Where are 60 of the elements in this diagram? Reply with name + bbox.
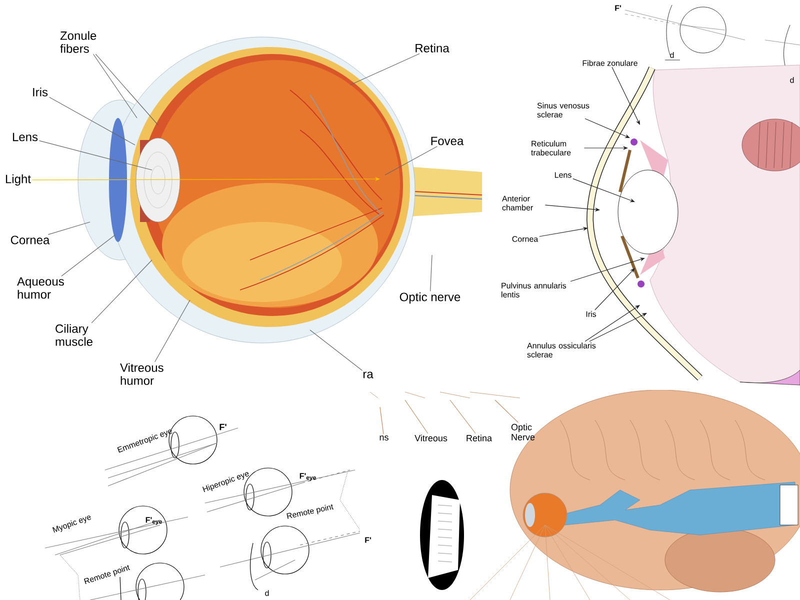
part-label: ra	[363, 372, 374, 378]
arrow	[612, 66, 640, 125]
part-label: Lens	[555, 172, 572, 178]
leader-line	[48, 96, 136, 146]
arrow	[584, 118, 630, 138]
leader-line	[404, 400, 428, 434]
optics-label: F'	[365, 537, 371, 543]
leader-line	[380, 406, 384, 435]
optics-label: d	[670, 52, 674, 58]
part-label: Optic Nerve	[511, 424, 535, 440]
optics-label: F'	[220, 424, 226, 430]
leader-line	[154, 300, 190, 362]
optics-label: F'$_{eye}$	[146, 517, 162, 525]
arrow	[589, 313, 647, 342]
leader-line	[310, 330, 363, 371]
leader-line	[95, 54, 158, 126]
part-label: Sinus venosus sclerae	[537, 102, 590, 118]
part-label: Lens	[12, 132, 38, 142]
leader-line	[350, 53, 420, 86]
part-label: Cornea	[512, 236, 538, 242]
leader-line	[61, 234, 116, 276]
optics-label: F'	[615, 5, 621, 11]
leader-line	[430, 254, 432, 292]
part-label: Iris	[33, 88, 48, 96]
leader-line	[384, 146, 438, 176]
leader-line	[450, 400, 476, 434]
part-label: Optic nerve	[400, 292, 460, 304]
optics-label: d	[265, 590, 269, 596]
part-label: Reticulum trabeculare	[531, 140, 571, 156]
arrow	[594, 268, 635, 310]
leader-line	[48, 222, 90, 235]
leader-line	[494, 400, 518, 423]
part-label: Iris	[586, 311, 596, 317]
optics-label: F'$_{eye}$	[300, 473, 316, 481]
part-label: Retina	[466, 434, 492, 442]
arrow	[570, 258, 645, 282]
optics-label: Remote point	[84, 564, 130, 584]
optics-label: Myopic eye	[52, 516, 91, 533]
part-label: Vitreous humor	[120, 363, 164, 385]
part-label: Vitreous	[414, 434, 448, 442]
optics-label: d	[790, 77, 794, 83]
leader-line	[91, 260, 152, 324]
leader-line	[38, 140, 152, 170]
part-label: Fovea	[431, 136, 464, 146]
optics-label: Remote point	[286, 504, 334, 519]
part-label: Ciliary muscle	[56, 324, 92, 346]
part-label: Pulvinus annularis lentis	[502, 282, 566, 298]
part-label: Annulus ossicularis sclerae	[527, 342, 596, 358]
part-label: Anterior chamber	[502, 196, 533, 210]
part-label: ns	[380, 436, 388, 440]
part-label: Aqueous humor	[17, 277, 64, 299]
arrow	[539, 226, 588, 237]
arrow	[584, 305, 640, 342]
part-label: Retina	[416, 44, 450, 52]
arrow	[572, 178, 635, 202]
part-label: Zonule fibers	[60, 31, 96, 53]
part-label: Cornea	[10, 236, 50, 244]
leader-line	[92, 54, 138, 118]
part-label: Fibrae zonulare	[582, 60, 638, 66]
part-label: Light	[6, 174, 31, 186]
